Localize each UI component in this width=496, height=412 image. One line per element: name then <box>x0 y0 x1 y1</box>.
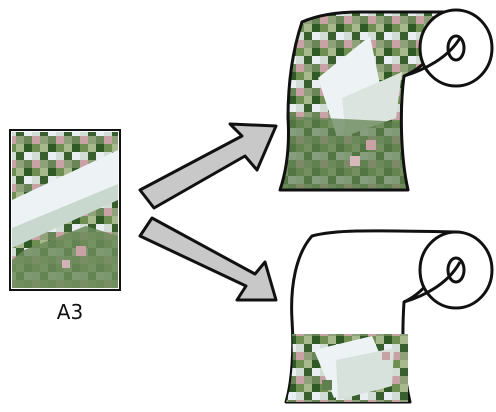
roll-fit-output <box>278 8 494 192</box>
source-sheet <box>9 129 121 291</box>
roll-bottom-output <box>284 229 494 404</box>
arrow-to-fit-roll <box>138 122 278 210</box>
source-size-label: A3 <box>56 300 84 324</box>
arrow-to-bottom-roll <box>138 216 278 302</box>
